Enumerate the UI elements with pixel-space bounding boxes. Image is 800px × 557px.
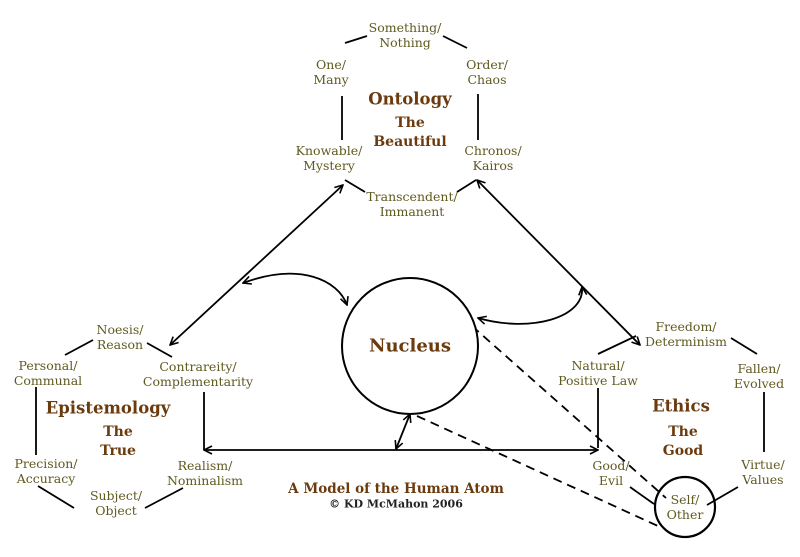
epistemology-item-realism-nominalism: Realism/ Nominalism: [166, 458, 244, 488]
ethics-subtitle: The Good: [662, 424, 704, 459]
epistemology-item-precision-accuracy: Precision/ Accuracy: [14, 456, 78, 486]
self-other-circle: [653, 475, 717, 539]
epistemology-title: Epistemology: [45, 398, 171, 418]
diagram-caption: A Model of the Human Atom: [288, 481, 504, 497]
epistemology-item-subject-object: Subject/ Object: [89, 488, 143, 518]
epistemology-item-noesis-reason: Noesis/ Reason: [96, 322, 144, 352]
ontology-title: Ontology: [368, 89, 452, 109]
nucleus-label: Nucleus: [368, 335, 452, 357]
dashed-links: [416, 325, 667, 527]
ontology-item-order-chaos: Order/ Chaos: [466, 57, 508, 87]
ontology-item-knowable-mystery: Knowable/ Mystery: [295, 143, 363, 173]
ontology-item-something-nothing: Something/ Nothing: [368, 20, 442, 50]
epistemology-item-contrareity-complementarity: Contrareity/ Complementarity: [142, 359, 254, 389]
ontology-item-chronos-kairos: Chronos/ Kairos: [464, 143, 522, 173]
epistemology-hexagon: [35, 339, 205, 509]
ethics-item-self-other: Self/ Other: [666, 492, 704, 522]
ethics-item-fallen-evolved: Fallen/ Evolved: [733, 361, 785, 391]
copyright-credit: © KD McMahon 2006: [329, 497, 463, 511]
connection-arrows: [170, 180, 640, 450]
epistemology-item-personal-communal: Personal/ Communal: [13, 358, 83, 388]
ethics-item-freedom-determinism: Freedom/ Determinism: [645, 319, 727, 349]
ethics-item-natural-positive-law: Natural/ Positive Law: [558, 358, 638, 388]
ethics-item-good-evil: Good/ Evil: [592, 458, 630, 488]
ontology-subtitle: The Beautiful: [373, 115, 447, 150]
ethics-title: Ethics: [652, 396, 710, 416]
ontology-item-one-many: One/ Many: [313, 57, 349, 87]
ethics-item-virtue-values: Virtue/ Values: [741, 457, 785, 487]
ontology-item-transcendent-immanent: Transcendent/ Immanent: [366, 189, 458, 219]
nucleus-circle: [341, 277, 479, 415]
epistemology-subtitle: The True: [100, 424, 136, 459]
ontology-hexagon: [341, 35, 479, 193]
